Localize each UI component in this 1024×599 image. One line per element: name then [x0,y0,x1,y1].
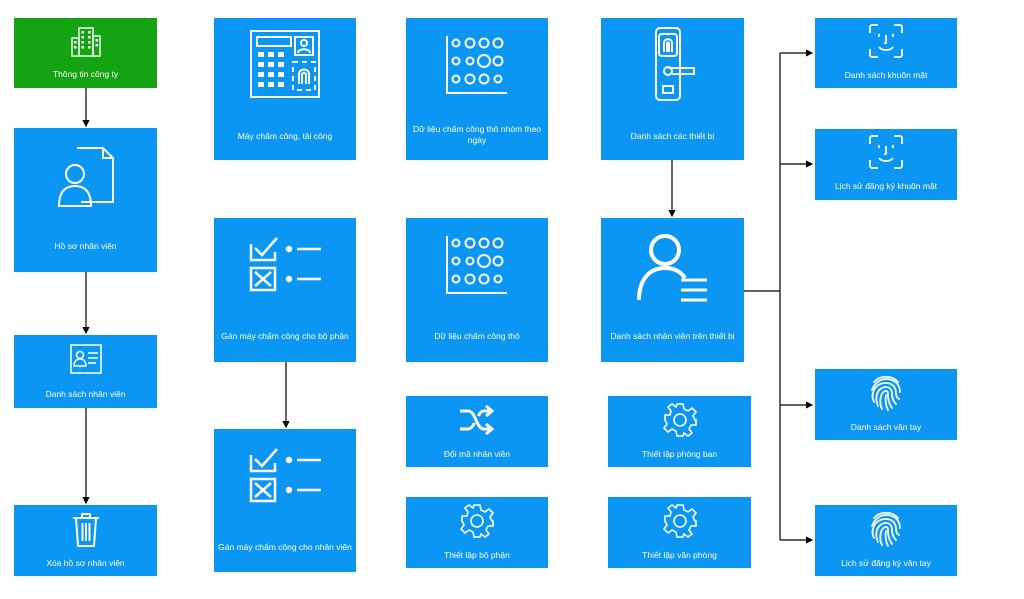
tile-company-info[interactable]: Thông tin công ty [14,18,157,88]
trash-icon [72,513,99,547]
building-icon [70,27,101,57]
tile-fingerprint-history[interactable]: Lịch sử đăng ký vân tay [815,505,957,576]
fingerprint-icon [871,511,901,547]
tile-label: Gán máy chấm công cho bộ phận [221,331,349,341]
tile-face-list[interactable]: Danh sách khuôn mặt [815,18,957,88]
tile-label: Thông tin công ty [52,69,119,79]
tile-label: Xóa hồ sơ nhân viên [46,558,125,568]
shuffle-icon [460,404,495,436]
tile-employee-profile[interactable]: Hồ sơ nhân viên [14,128,157,272]
tile-label: Danh sách nhân viên [45,389,126,399]
tile-label: Dữ liệu chấm công thô [434,331,520,341]
tile-assign-department[interactable]: Gán máy chấm công cho bộ phận [214,218,356,362]
gear-icon [662,504,697,538]
dot-grid-icon [446,236,507,294]
tile-device-list[interactable]: Danh sách các thiết bị [601,18,744,160]
tile-label: Thiết lập phòng ban [641,449,718,459]
tile-label: Lịch sử đăng ký vân tay [841,558,931,568]
tile-label: Máy chấm công, tải công [237,131,333,141]
tile-change-code[interactable]: Đổi mã nhân viên [406,396,548,467]
tile-setup-division[interactable]: Thiết lập bộ phận [406,497,548,568]
fingerprint-icon [871,375,901,411]
dot-grid-icon [446,36,507,94]
tile-setup-office[interactable]: Thiết lập văn phòng [608,497,751,568]
tile-delete-profile[interactable]: Xóa hồ sơ nhân viên [14,505,157,576]
tile-label: Gán máy chấm công cho nhân viên [218,542,352,552]
tile-label: Danh sách nhân viên trên thiết bị [610,331,735,341]
tile-label: Lịch sử đăng ký khuôn mặt [834,181,938,191]
tile-employee-list[interactable]: Danh sách nhân viên [14,335,157,408]
tile-face-history[interactable]: Lịch sử đăng ký khuôn mặt [815,129,957,200]
tile-timeclock[interactable]: Máy chấm công, tải công [214,18,356,160]
tile-label: Đổi mã nhân viên [443,449,511,459]
tile-raw-data-grouped[interactable]: Dữ liệu chấm công thô nhóm theo ngày [406,18,548,160]
gear-icon [662,403,697,437]
id-card-icon [69,344,102,374]
tile-setup-department[interactable]: Thiết lập phòng ban [608,396,751,467]
person-document-icon [57,147,114,207]
gear-icon [459,504,495,538]
tile-label: Thiết lập văn phòng [642,550,717,560]
tile-raw-data[interactable]: Dữ liệu chấm công thô [406,218,548,362]
checklist-icon [249,448,321,503]
tile-label: Danh sách các thiết bị [630,131,715,141]
tile-label: Thiết lập bộ phận [444,550,510,560]
tile-label: Hồ sơ nhân viên [54,241,117,251]
checklist-icon [249,237,321,292]
user-list-icon [636,234,707,302]
timeclock-keypad-icon [250,30,320,98]
tile-device-employees[interactable]: Danh sách nhân viên trên thiết bị [601,218,744,362]
tile-assign-employee[interactable]: Gán máy chấm công cho nhân viên [214,429,356,572]
tile-label: Danh sách vân tay [850,422,922,432]
tile-label: Dữ liệu chấm công thô nhóm theo ngày [412,124,542,146]
tile-fingerprint-list[interactable]: Danh sách vân tay [815,369,957,440]
face-scan-icon [869,24,903,58]
face-scan-icon [869,135,903,169]
fingerprint-door-lock-icon [654,27,695,101]
tile-label: Danh sách khuôn mặt [844,70,928,80]
